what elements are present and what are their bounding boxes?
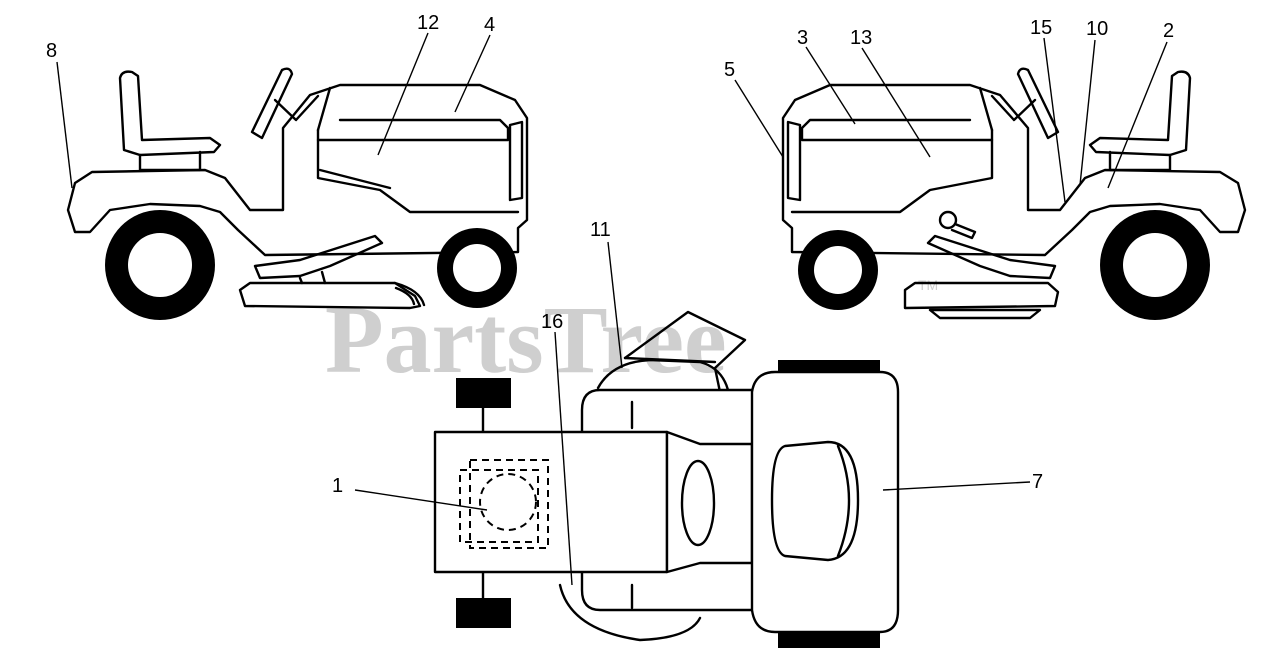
right-seat [1088, 70, 1192, 157]
callout-8: 8 [46, 40, 57, 62]
callout-1: 1 [332, 475, 343, 497]
tractor-top-view [433, 310, 900, 648]
watermark-trademark: TM [918, 277, 938, 293]
callout-7: 7 [1032, 471, 1043, 493]
leader-lines [56, 32, 1168, 586]
callout-10: 10 [1086, 18, 1108, 40]
right-mower-deck [903, 281, 1060, 310]
tractor-left-side-view [66, 67, 529, 320]
left-seat [118, 70, 222, 157]
top-rear-wheel-lower [456, 598, 511, 628]
callout-16: 16 [541, 311, 563, 333]
tractor-right-side-view [781, 67, 1247, 320]
callout-3: 3 [797, 27, 808, 49]
callout-11: 11 [590, 219, 611, 241]
callout-labels: 8 12 4 5 3 13 15 10 2 11 16 1 7 [46, 12, 1174, 497]
callout-4: 4 [484, 14, 495, 36]
left-mower-deck [238, 281, 422, 310]
top-rear-wheel-upper [456, 378, 511, 408]
callout-5: 5 [724, 59, 735, 81]
discharge-chute [623, 310, 747, 394]
callout-2: 2 [1163, 20, 1174, 42]
top-front-wheel-lower [778, 630, 880, 648]
callout-13: 13 [850, 27, 872, 49]
watermark-text: PartsTree [325, 286, 727, 393]
callout-12: 12 [417, 12, 439, 34]
callout-15: 15 [1030, 17, 1052, 39]
